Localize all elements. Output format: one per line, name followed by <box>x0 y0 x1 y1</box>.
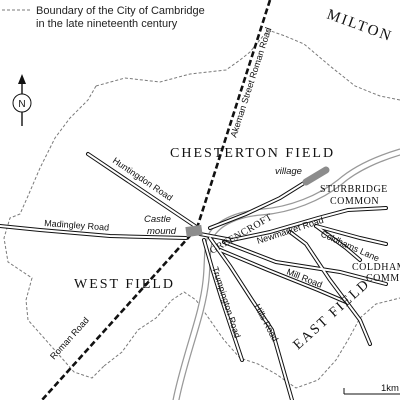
sturbridge-common-label: COMMON <box>330 196 379 207</box>
road-network <box>0 152 388 400</box>
sturbridge-label: STURBRIDGE <box>320 184 388 195</box>
castle-mound-marker <box>185 224 203 238</box>
city-boundary <box>3 29 400 389</box>
castle-label: Castle <box>144 214 171 225</box>
legend-text-line1: Boundary of the City of Cambridge <box>36 5 205 17</box>
coldham-label: COLDHAM <box>352 262 400 273</box>
village-label: village <box>275 166 302 177</box>
east-field-label: EAST FIELD <box>291 276 374 353</box>
mound-label: mound <box>147 226 177 237</box>
chesterton-field-label: CHESTERTON FIELD <box>170 146 335 161</box>
scale-label: 1km <box>381 383 399 394</box>
akeman-street-roman-road <box>195 0 272 229</box>
scale-bar: 1km <box>343 383 400 395</box>
legend: Boundary of the City of Cambridge in the… <box>2 5 205 30</box>
river-cam <box>172 148 400 400</box>
west-field-label: WEST FIELD <box>74 277 175 292</box>
roman-road-label: Roman Road <box>48 315 91 361</box>
roman-road <box>41 227 198 400</box>
chesterton-village-marker <box>302 166 330 186</box>
north-arrow-icon: N <box>12 74 32 126</box>
legend-text-line2: in the late nineteenth century <box>36 18 178 30</box>
coldham-common-label: COMMON <box>366 273 400 284</box>
huntingdon-road-label: Huntingdon Road <box>111 155 175 202</box>
north-arrow-label: N <box>18 99 25 110</box>
madingley-road-label: Madingley Road <box>44 218 110 233</box>
hills-road-label: Hills Road <box>252 302 280 343</box>
milton-label: MILTON <box>325 7 395 46</box>
akeman-street-label: Akeman Street Roman Road <box>228 26 273 139</box>
